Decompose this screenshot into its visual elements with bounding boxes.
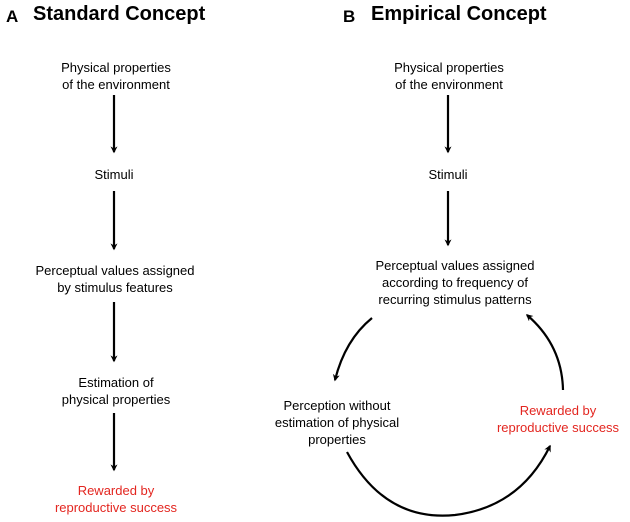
panel-a-physical-properties-node: Physical properties of the environment [61, 60, 171, 92]
panel-b-perception-without-estimation-node: Perception without estimation of physica… [274, 398, 400, 447]
panel-a-rewarded-node: Rewarded by reproductive success [54, 483, 178, 515]
panel-a-estimation-node: Estimation of physical properties [61, 375, 171, 407]
panel-b-cycle-arrow-right [525, 314, 565, 391]
panel-b-cycle-arrow-left [332, 317, 373, 382]
panel-a-title: Standard Concept [33, 3, 206, 25]
panel-b-stimuli-node: Stimuli [428, 167, 468, 182]
panel-b-cycle-arrow-bottom [346, 444, 551, 517]
panel-a-stimuli-node: Stimuli [94, 167, 134, 182]
panel-b-perceptual-values-node: Perceptual values assigned according to … [375, 258, 535, 307]
panel-b-title: Empirical Concept [371, 3, 547, 25]
panel-a-perceptual-values-node: Perceptual values assigned by stimulus f… [35, 263, 195, 295]
panel-a-letter: A [6, 7, 19, 26]
panel-b-letter: B [343, 7, 356, 26]
panel-b-physical-properties-node: Physical properties of the environment [394, 60, 504, 92]
panel-b-rewarded-node: Rewarded by reproductive success [496, 403, 620, 435]
